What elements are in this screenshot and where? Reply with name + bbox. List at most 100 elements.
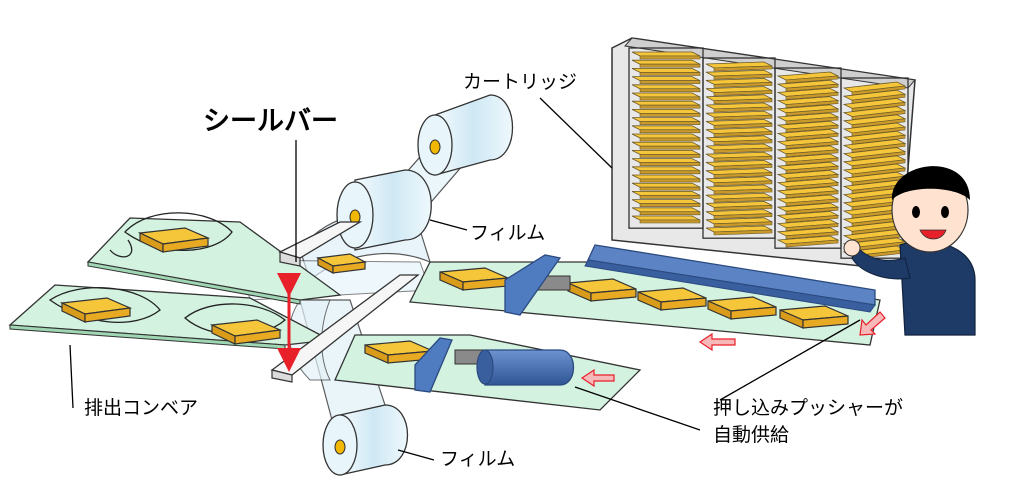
stacked-product-side	[785, 83, 839, 92]
stacked-product-side	[713, 98, 773, 105]
stacked-product	[631, 215, 701, 221]
stacked-product	[631, 51, 701, 57]
stacked-product-side	[785, 116, 839, 125]
stacked-product-side	[639, 186, 701, 191]
stacked-product	[631, 158, 701, 163]
stacked-product-side	[639, 219, 701, 224]
stacked-product-side	[851, 110, 906, 120]
cartridge-label: カートリッジ	[463, 71, 578, 93]
stacked-product-side	[639, 154, 701, 158]
stacked-product-side	[713, 155, 773, 162]
cartridge	[611, 37, 916, 271]
product	[567, 278, 637, 302]
stacked-product-side	[851, 134, 906, 145]
product	[707, 296, 777, 320]
stacked-product-side	[851, 85, 906, 96]
stacked-product-side	[639, 72, 701, 76]
stacked-product-side	[713, 180, 773, 187]
pusher-lower	[414, 337, 574, 393]
stacked-product-side	[639, 96, 701, 101]
stacked-product-side	[639, 80, 701, 84]
stacked-product-side	[713, 229, 773, 236]
worker	[843, 166, 976, 336]
stacked-product	[631, 100, 701, 106]
stacked-product-side	[785, 174, 839, 182]
product	[637, 287, 707, 311]
stacked-product	[631, 207, 701, 213]
stacked-product-side	[713, 114, 773, 121]
stacked-product-side	[785, 239, 839, 248]
cartridge-column	[774, 67, 842, 249]
stacked-product-side	[713, 213, 773, 219]
product	[137, 227, 211, 253]
product	[209, 319, 283, 345]
stacked-product-side	[713, 73, 773, 80]
stacked-product-side	[639, 63, 701, 68]
stacked-product-side	[713, 123, 773, 129]
pusher-upper	[504, 254, 571, 316]
pusher-label-line1: 押し込みプッシャーが	[713, 397, 904, 419]
stacked-product	[631, 68, 701, 73]
stacked-product	[631, 166, 701, 172]
stacked-product-side	[639, 88, 701, 93]
stacked-product	[631, 133, 701, 139]
stacked-product-side	[639, 137, 701, 142]
stacked-product-side	[785, 124, 839, 133]
stacked-product-side	[785, 75, 839, 84]
stacked-product-side	[851, 126, 906, 137]
cartridge-column	[628, 47, 704, 229]
pusher-label-line2: 自動供給	[713, 424, 790, 446]
leader-lines	[69, 97, 861, 461]
cartridge-column	[840, 77, 909, 260]
arrow-left-icon	[698, 332, 736, 352]
stacked-product-side	[639, 162, 701, 166]
stacked-product	[631, 117, 701, 122]
stacked-product-side	[785, 141, 839, 149]
stacked-product	[631, 150, 701, 155]
stacked-product-side	[713, 205, 773, 211]
stacked-product-side	[639, 113, 701, 117]
stacked-product	[631, 182, 701, 188]
arrow-down-left-icon	[859, 311, 886, 336]
stacked-product	[631, 191, 701, 196]
stacked-product	[631, 76, 701, 81]
product	[779, 305, 849, 329]
film-bottom-label: フィルム	[440, 448, 516, 470]
cartridge-column	[702, 57, 776, 239]
stacked-product-side	[713, 131, 773, 137]
stacked-product	[631, 109, 701, 114]
stacked-product-side	[785, 92, 839, 100]
pusher-rail	[584, 244, 876, 313]
arrow-left-icon	[580, 368, 615, 388]
stacked-product-side	[785, 215, 839, 223]
stacked-product	[631, 199, 701, 204]
stacked-product-side	[713, 147, 773, 154]
stacked-product-side	[713, 139, 773, 146]
film-roll-middle	[336, 169, 432, 251]
stacked-product-side	[851, 159, 906, 170]
stacked-product-side	[785, 182, 839, 190]
cartridge-stacks	[628, 47, 909, 260]
stacked-product-side	[785, 165, 839, 174]
stacked-product-side	[713, 221, 773, 228]
stacked-product-side	[785, 190, 839, 199]
stacked-product-side	[785, 231, 839, 240]
stacked-product-side	[713, 172, 773, 178]
stacked-product	[631, 59, 701, 65]
stacked-product-side	[785, 149, 839, 158]
stacked-product	[631, 141, 701, 147]
stacked-product	[631, 125, 701, 131]
stacked-product-side	[785, 133, 839, 141]
discharge-conveyor-label: 排出コンベア	[84, 397, 199, 419]
stacked-product-side	[851, 93, 906, 104]
stacked-product-side	[639, 121, 701, 125]
stacked-product-side	[851, 143, 906, 153]
stacked-product-side	[785, 108, 839, 117]
stacked-product-side	[639, 129, 701, 134]
stacked-product	[631, 174, 701, 180]
stacked-product-side	[851, 118, 906, 129]
stacked-product-side	[713, 196, 773, 203]
stacked-product-side	[713, 65, 773, 72]
feed-arrows	[580, 311, 886, 388]
